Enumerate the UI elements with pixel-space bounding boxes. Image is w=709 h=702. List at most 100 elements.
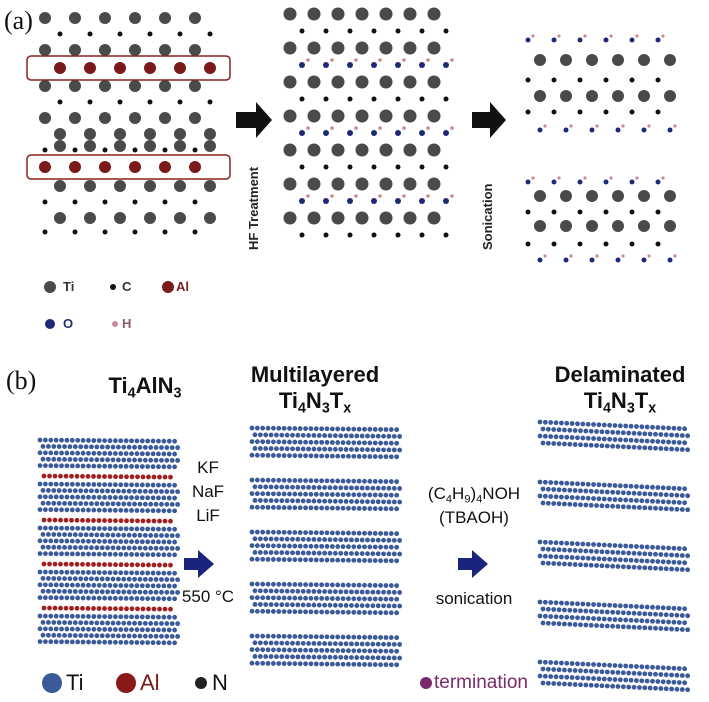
ti-atom (607, 676, 613, 682)
ti-atom (276, 661, 282, 666)
ti-atom (69, 569, 75, 575)
ti-atom (567, 501, 573, 507)
o-atom (537, 257, 543, 263)
h-atom (661, 34, 665, 38)
o-atom (443, 62, 449, 68)
ti-atom (367, 558, 373, 563)
ti-atom (75, 538, 81, 544)
ti-atom (591, 482, 596, 487)
ti-atom (329, 582, 335, 588)
ti-atom (249, 660, 255, 666)
ti-atom (283, 211, 297, 225)
o-atom (563, 257, 569, 263)
ti-atom (639, 484, 645, 490)
ti-atom (367, 610, 373, 615)
ti-atom (102, 539, 108, 544)
ti-atom (682, 486, 688, 492)
ti-atom (316, 485, 322, 490)
ti-atom (383, 648, 389, 654)
o-atom-icon (45, 319, 55, 329)
ti-atom (107, 526, 113, 532)
ti-atom (578, 622, 583, 628)
ti-atom (604, 623, 610, 629)
ti-atom (572, 442, 578, 447)
c-atom (323, 232, 329, 238)
al-atom (118, 606, 124, 612)
c-atom (371, 164, 377, 170)
ti-atom (620, 610, 626, 616)
ti-atom (64, 569, 70, 575)
ti-atom (172, 570, 178, 576)
c-atom (57, 99, 63, 105)
ti-atom (580, 435, 586, 441)
ti-atom (351, 609, 357, 615)
ti-atom (623, 423, 629, 429)
ti-atom (115, 620, 121, 626)
ti-atom (372, 596, 378, 602)
ti-atom (324, 582, 330, 588)
ti-atom (319, 426, 325, 432)
ti-atom (553, 600, 559, 606)
ti-atom (284, 550, 290, 556)
al-atom (91, 474, 96, 479)
ti-atom (75, 450, 81, 456)
ti-atom (354, 485, 360, 491)
ti-atom (69, 538, 75, 544)
panel-a-legend-symbols (44, 281, 174, 329)
ti-atom (397, 590, 403, 595)
ti-atom (370, 485, 376, 491)
ti-atom (139, 539, 145, 545)
ti-atom (631, 504, 637, 510)
ti-atom (75, 494, 81, 500)
ti-atom-icon (42, 673, 62, 693)
ti-atom (604, 443, 610, 449)
ti-atom (271, 477, 276, 483)
ti-atom (123, 464, 129, 469)
ti-atom (161, 614, 167, 620)
ti-atom (159, 489, 164, 494)
ti-atom (254, 608, 260, 614)
ti-atom (297, 530, 303, 535)
ti-atom (107, 614, 113, 620)
ti-atom (604, 669, 610, 675)
ti-atom (355, 7, 369, 21)
al-atom (41, 561, 47, 567)
o-atom (395, 62, 401, 68)
al-atom (135, 518, 140, 524)
ti-atom (324, 609, 330, 615)
ti-atom (580, 615, 586, 621)
ti-atom (610, 503, 616, 509)
ti-atom (362, 558, 367, 563)
o-atom (667, 127, 673, 133)
ti-atom (631, 550, 637, 556)
ti-atom (249, 425, 255, 431)
ti-atom (553, 554, 559, 560)
ti-atom (69, 639, 75, 645)
ti-atom (89, 589, 94, 595)
ti-atom (340, 478, 346, 484)
ti-atom (254, 556, 260, 562)
ti-atom (359, 603, 365, 608)
al-atom (140, 518, 146, 524)
ti-atom (386, 603, 392, 609)
ti-atom (254, 491, 260, 497)
ti-atom (679, 567, 685, 572)
ti-atom (588, 668, 594, 674)
ti-atom (383, 662, 389, 668)
ti-atom (359, 537, 365, 543)
ti-atom (679, 493, 685, 498)
ti-atom (394, 544, 400, 550)
al-atom (162, 606, 168, 612)
ti-atom (257, 432, 263, 438)
ti-atom (324, 426, 330, 432)
ti-atom (67, 501, 73, 506)
h-atom (647, 254, 651, 258)
ti-atom (666, 559, 671, 565)
ti-atom (365, 433, 370, 439)
ti-atom (367, 454, 373, 459)
ti-atom (86, 507, 91, 513)
ti-atom (596, 676, 602, 682)
ti-atom (599, 683, 605, 689)
ti-atom (78, 501, 84, 506)
ti-atom (679, 507, 685, 512)
